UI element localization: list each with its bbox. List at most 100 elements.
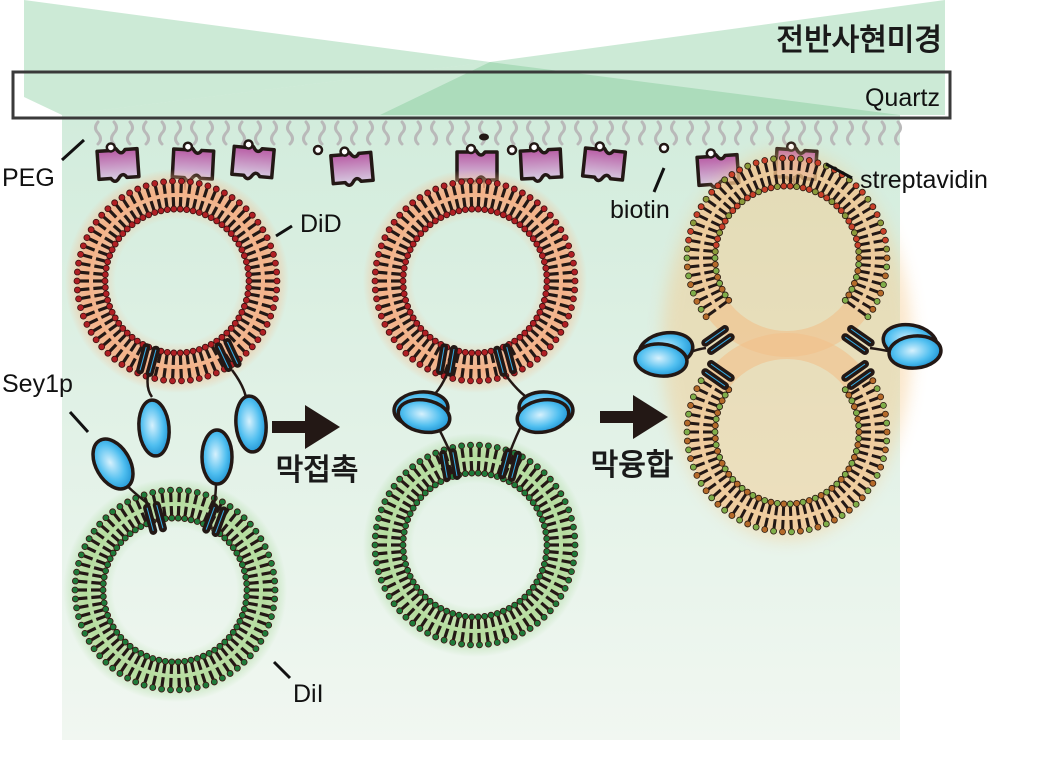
- lipid-head: [565, 312, 573, 320]
- lipid-head: [269, 568, 277, 576]
- lipid-head: [271, 595, 278, 603]
- lipid-head: [729, 207, 737, 215]
- lipid-head: [104, 296, 111, 304]
- lipid-tail: [398, 243, 409, 250]
- lipid-tail: [544, 249, 555, 257]
- lipid-head: [736, 166, 744, 174]
- lipid-tail: [846, 494, 856, 504]
- lipid-tail: [185, 197, 190, 207]
- lipid-tail: [202, 188, 209, 198]
- lipid-head: [841, 296, 849, 304]
- lipid-head: [518, 365, 526, 373]
- lipid-head: [539, 516, 546, 524]
- lipid-head: [99, 580, 107, 587]
- lipid-tail: [483, 355, 488, 365]
- peg-chain: [846, 120, 854, 146]
- lipid-tail: [541, 243, 552, 250]
- lipid-tail: [102, 215, 112, 225]
- lipid-head: [242, 205, 250, 213]
- lipid-tail: [93, 566, 104, 572]
- lipid-tail: [850, 213, 860, 221]
- lipid-tail: [90, 633, 101, 642]
- lipid-head: [168, 658, 176, 666]
- lipid-tail: [520, 602, 529, 612]
- lipid-tail: [251, 271, 261, 276]
- lipid-head: [561, 584, 569, 592]
- lipid-tail: [718, 300, 728, 309]
- lipid-tail: [691, 272, 701, 277]
- lipid-head: [271, 259, 279, 267]
- lipid-head: [852, 500, 860, 508]
- peg-chain: [654, 120, 662, 146]
- lipid-head: [213, 217, 221, 225]
- lipid-head: [254, 336, 262, 344]
- lipid-tail: [705, 276, 716, 282]
- lipid-tail: [151, 675, 157, 685]
- lipid-head: [243, 580, 251, 587]
- lipid-head: [116, 670, 124, 677]
- lipid-tail: [402, 318, 412, 326]
- lipid-head: [716, 229, 723, 237]
- lipid-tail: [514, 474, 523, 484]
- tm-highlight: [496, 349, 504, 374]
- lipid-head: [227, 324, 235, 332]
- lipid-head: [189, 347, 197, 355]
- lipid-tail: [861, 263, 871, 268]
- lipid-tail: [704, 415, 714, 421]
- lipid-head: [793, 499, 801, 507]
- lipid-tail: [858, 408, 869, 414]
- lipid-head: [375, 304, 383, 312]
- tm-highlight: [449, 348, 455, 373]
- peg-chain: [142, 120, 150, 146]
- lipid-head: [881, 446, 889, 454]
- lipid-head: [102, 567, 109, 575]
- lipid-tail: [106, 539, 116, 548]
- lipid-tail: [509, 346, 517, 356]
- lipid-head: [104, 258, 111, 266]
- lipid-head: [202, 681, 210, 689]
- lipid-head: [828, 484, 836, 492]
- lipid-head: [502, 182, 510, 190]
- lipid-tail: [561, 559, 571, 564]
- lipid-head: [396, 475, 404, 483]
- lipid-head: [543, 541, 551, 549]
- lipid-head: [855, 435, 863, 442]
- lipid-head: [712, 415, 720, 423]
- lipid-head: [116, 503, 124, 510]
- lipid-head: [449, 610, 457, 617]
- lipid-head: [830, 516, 838, 524]
- lipid-head: [216, 642, 224, 650]
- lipid-head: [689, 219, 697, 227]
- lipid-head: [711, 261, 719, 268]
- peg-chain: [398, 120, 406, 146]
- lipid-tail: [420, 199, 428, 209]
- dil-label: DiI: [293, 680, 324, 708]
- lipid-head: [432, 185, 440, 193]
- lipid-head: [106, 617, 114, 625]
- lipid-tail: [143, 673, 150, 683]
- lipid-head: [571, 541, 579, 549]
- lipid-tail: [561, 262, 571, 267]
- lipid-tail: [198, 351, 205, 362]
- lipid-head: [529, 319, 537, 327]
- lipid-tail: [390, 588, 401, 597]
- lipid-tail: [410, 593, 420, 602]
- lipid-tail: [251, 286, 261, 291]
- lipid-head: [542, 290, 550, 298]
- lipid-tail: [462, 355, 467, 365]
- arrow-docking: [272, 405, 340, 449]
- lipid-head: [226, 670, 234, 677]
- lipid-tail: [795, 506, 800, 516]
- lipid-head: [108, 308, 116, 316]
- lipid-tail: [232, 224, 242, 233]
- lipid-head: [481, 348, 489, 356]
- lipid-head: [101, 277, 109, 285]
- lipid-head: [848, 397, 856, 405]
- lipid-tail: [108, 323, 118, 332]
- lipid-tail: [214, 651, 223, 661]
- lipid-tail: [215, 666, 223, 677]
- lipid-tail: [164, 197, 169, 207]
- lipid-tail: [83, 554, 94, 561]
- lipid-head: [431, 337, 439, 345]
- lipid-tail: [379, 262, 389, 267]
